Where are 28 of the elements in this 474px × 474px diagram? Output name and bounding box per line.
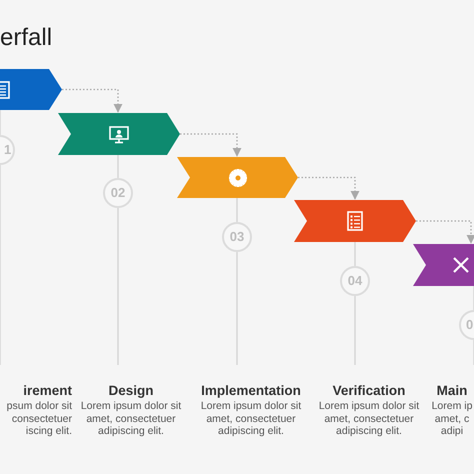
chevron-step bbox=[0, 69, 62, 110]
dotted-arrow bbox=[62, 88, 122, 113]
step-number: 04 bbox=[346, 274, 364, 288]
step-number-circle bbox=[222, 222, 252, 252]
chevron-step bbox=[58, 113, 180, 155]
dotted-arrow bbox=[416, 220, 474, 244]
step-description: Lorem ipsum dolor sit amet, consectetuer adipiscing elit. bbox=[318, 400, 420, 438]
chevron-step bbox=[413, 244, 474, 286]
step-description: Lorem ipsum dolor sit amet, consectetuer adipiscing elit. bbox=[200, 400, 302, 438]
step-description: Lorem ipsum dolor sit amet, consectetuer adipiscing elit. bbox=[80, 400, 182, 438]
step-description: Lorem ip amet, c adipi bbox=[430, 400, 474, 438]
step-number-circle bbox=[340, 266, 370, 296]
dotted-arrow bbox=[298, 176, 360, 200]
step-number: 0 bbox=[466, 318, 474, 332]
step-title: Implementation bbox=[200, 383, 302, 399]
step-title: Verification bbox=[332, 383, 406, 399]
step-title: Main bbox=[436, 383, 468, 399]
step-description: psum dolor sit consectetuer iscing elit. bbox=[6, 400, 72, 438]
chevron-step bbox=[294, 200, 416, 242]
step-title: irement bbox=[22, 383, 72, 399]
step-number-circle bbox=[103, 178, 133, 208]
step-number: 02 bbox=[110, 186, 126, 200]
step-title: Design bbox=[107, 383, 154, 399]
chevron-step bbox=[177, 157, 298, 198]
step-number: 1 bbox=[4, 143, 12, 157]
slide-title: erfall bbox=[0, 24, 52, 52]
dotted-arrow bbox=[180, 133, 242, 157]
step-number: 03 bbox=[228, 230, 246, 244]
